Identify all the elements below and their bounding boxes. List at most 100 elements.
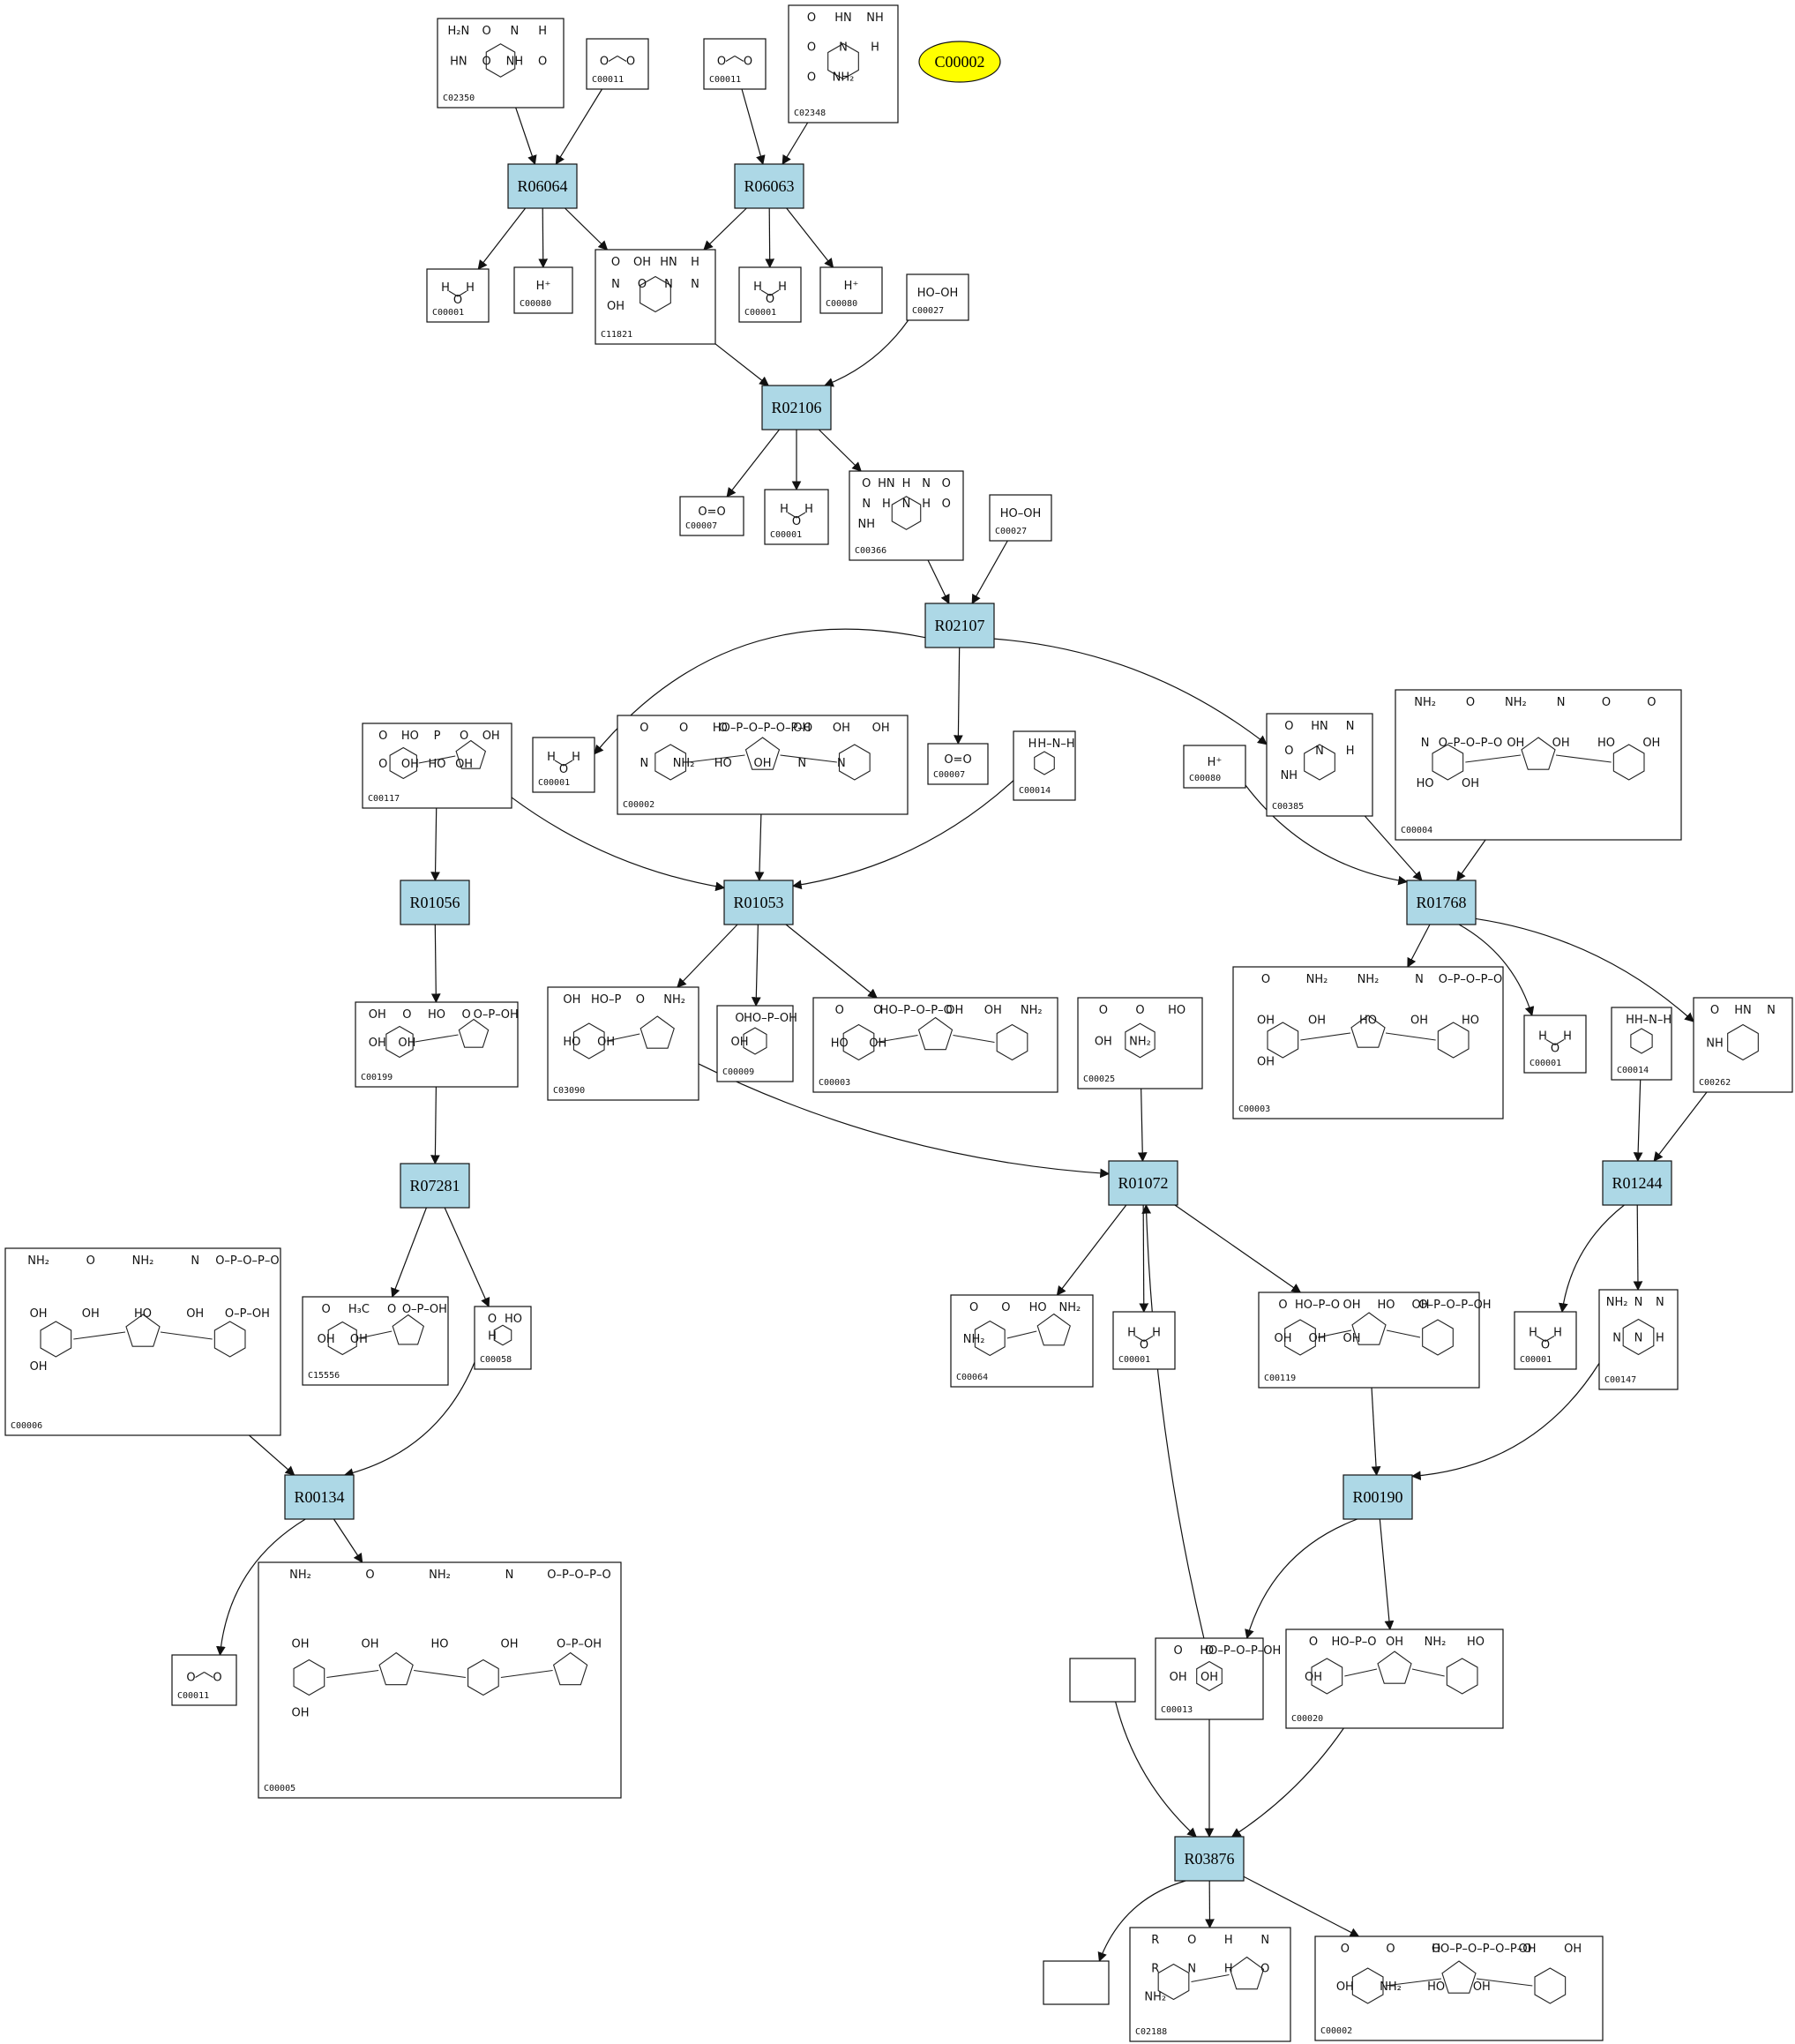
ring-bond: [455, 739, 487, 769]
atom-label: H: [1553, 1327, 1562, 1340]
reaction-node[interactable]: R06063: [734, 163, 804, 209]
compound-node[interactable]: [1043, 1960, 1110, 2005]
atom-label: OH: [1642, 737, 1660, 750]
atom-label: N: [1260, 1934, 1269, 1947]
atom-label: N: [505, 1569, 514, 1582]
atom-label: H: [1224, 1934, 1233, 1947]
compound-id: C00020: [1291, 1714, 1323, 1724]
bond: [160, 1331, 213, 1340]
compound-id: C03090: [553, 1086, 585, 1096]
bond: [1544, 1336, 1555, 1342]
atom-label: OH: [1308, 1015, 1326, 1028]
bond: [734, 56, 744, 62]
bond: [457, 290, 467, 297]
atom-label: O: [600, 56, 609, 69]
highlight-compound-node[interactable]: C00002: [918, 41, 1001, 83]
reaction-node[interactable]: R07281: [400, 1163, 470, 1209]
atom-label: HO: [1359, 1015, 1377, 1028]
atom-label: O: [807, 41, 816, 55]
atom-label: O: [1432, 1943, 1440, 1956]
edge-arrow: [430, 807, 440, 882]
reaction-node[interactable]: R02107: [924, 603, 995, 648]
compound-id: C00080: [826, 299, 857, 309]
reaction-node[interactable]: R06064: [507, 163, 578, 209]
bond: [1411, 1668, 1445, 1677]
reaction-node[interactable]: R02106: [761, 385, 832, 431]
reaction-node[interactable]: R00134: [284, 1474, 355, 1520]
reaction-node[interactable]: R01072: [1108, 1160, 1178, 1206]
reaction-node[interactable]: R03876: [1174, 1836, 1245, 1882]
bond: [1317, 1329, 1352, 1338]
atom-label: NH₂: [132, 1254, 154, 1268]
reaction-node[interactable]: R00190: [1343, 1474, 1413, 1520]
bond: [73, 1331, 126, 1340]
edge-arrow: [511, 797, 726, 892]
atom-label: O: [1602, 696, 1611, 709]
atom-label: OH: [1343, 1332, 1360, 1345]
atom-label: OH: [793, 722, 811, 735]
atom-label: OH: [1564, 1943, 1582, 1956]
compound-node[interactable]: [1069, 1658, 1136, 1703]
atom-label: O: [1551, 1043, 1559, 1056]
formula-text: HO–OH: [1000, 507, 1042, 520]
atom-label: N: [1187, 1962, 1196, 1975]
edge-arrow: [1245, 784, 1409, 886]
ring-bond: [917, 1016, 954, 1051]
reaction-node[interactable]: R01244: [1602, 1160, 1672, 1206]
compound-id: C00385: [1272, 802, 1304, 812]
compound-id: C00006: [11, 1421, 42, 1431]
reaction-node[interactable]: R01768: [1406, 880, 1477, 925]
atom-label: OH: [597, 1036, 615, 1049]
atom-label: NH₂: [663, 993, 685, 1007]
reaction-node[interactable]: R01053: [723, 880, 794, 925]
atom-label: H: [1127, 1327, 1136, 1340]
reaction-node[interactable]: R01056: [400, 880, 470, 925]
atom-label: HO: [428, 758, 445, 771]
